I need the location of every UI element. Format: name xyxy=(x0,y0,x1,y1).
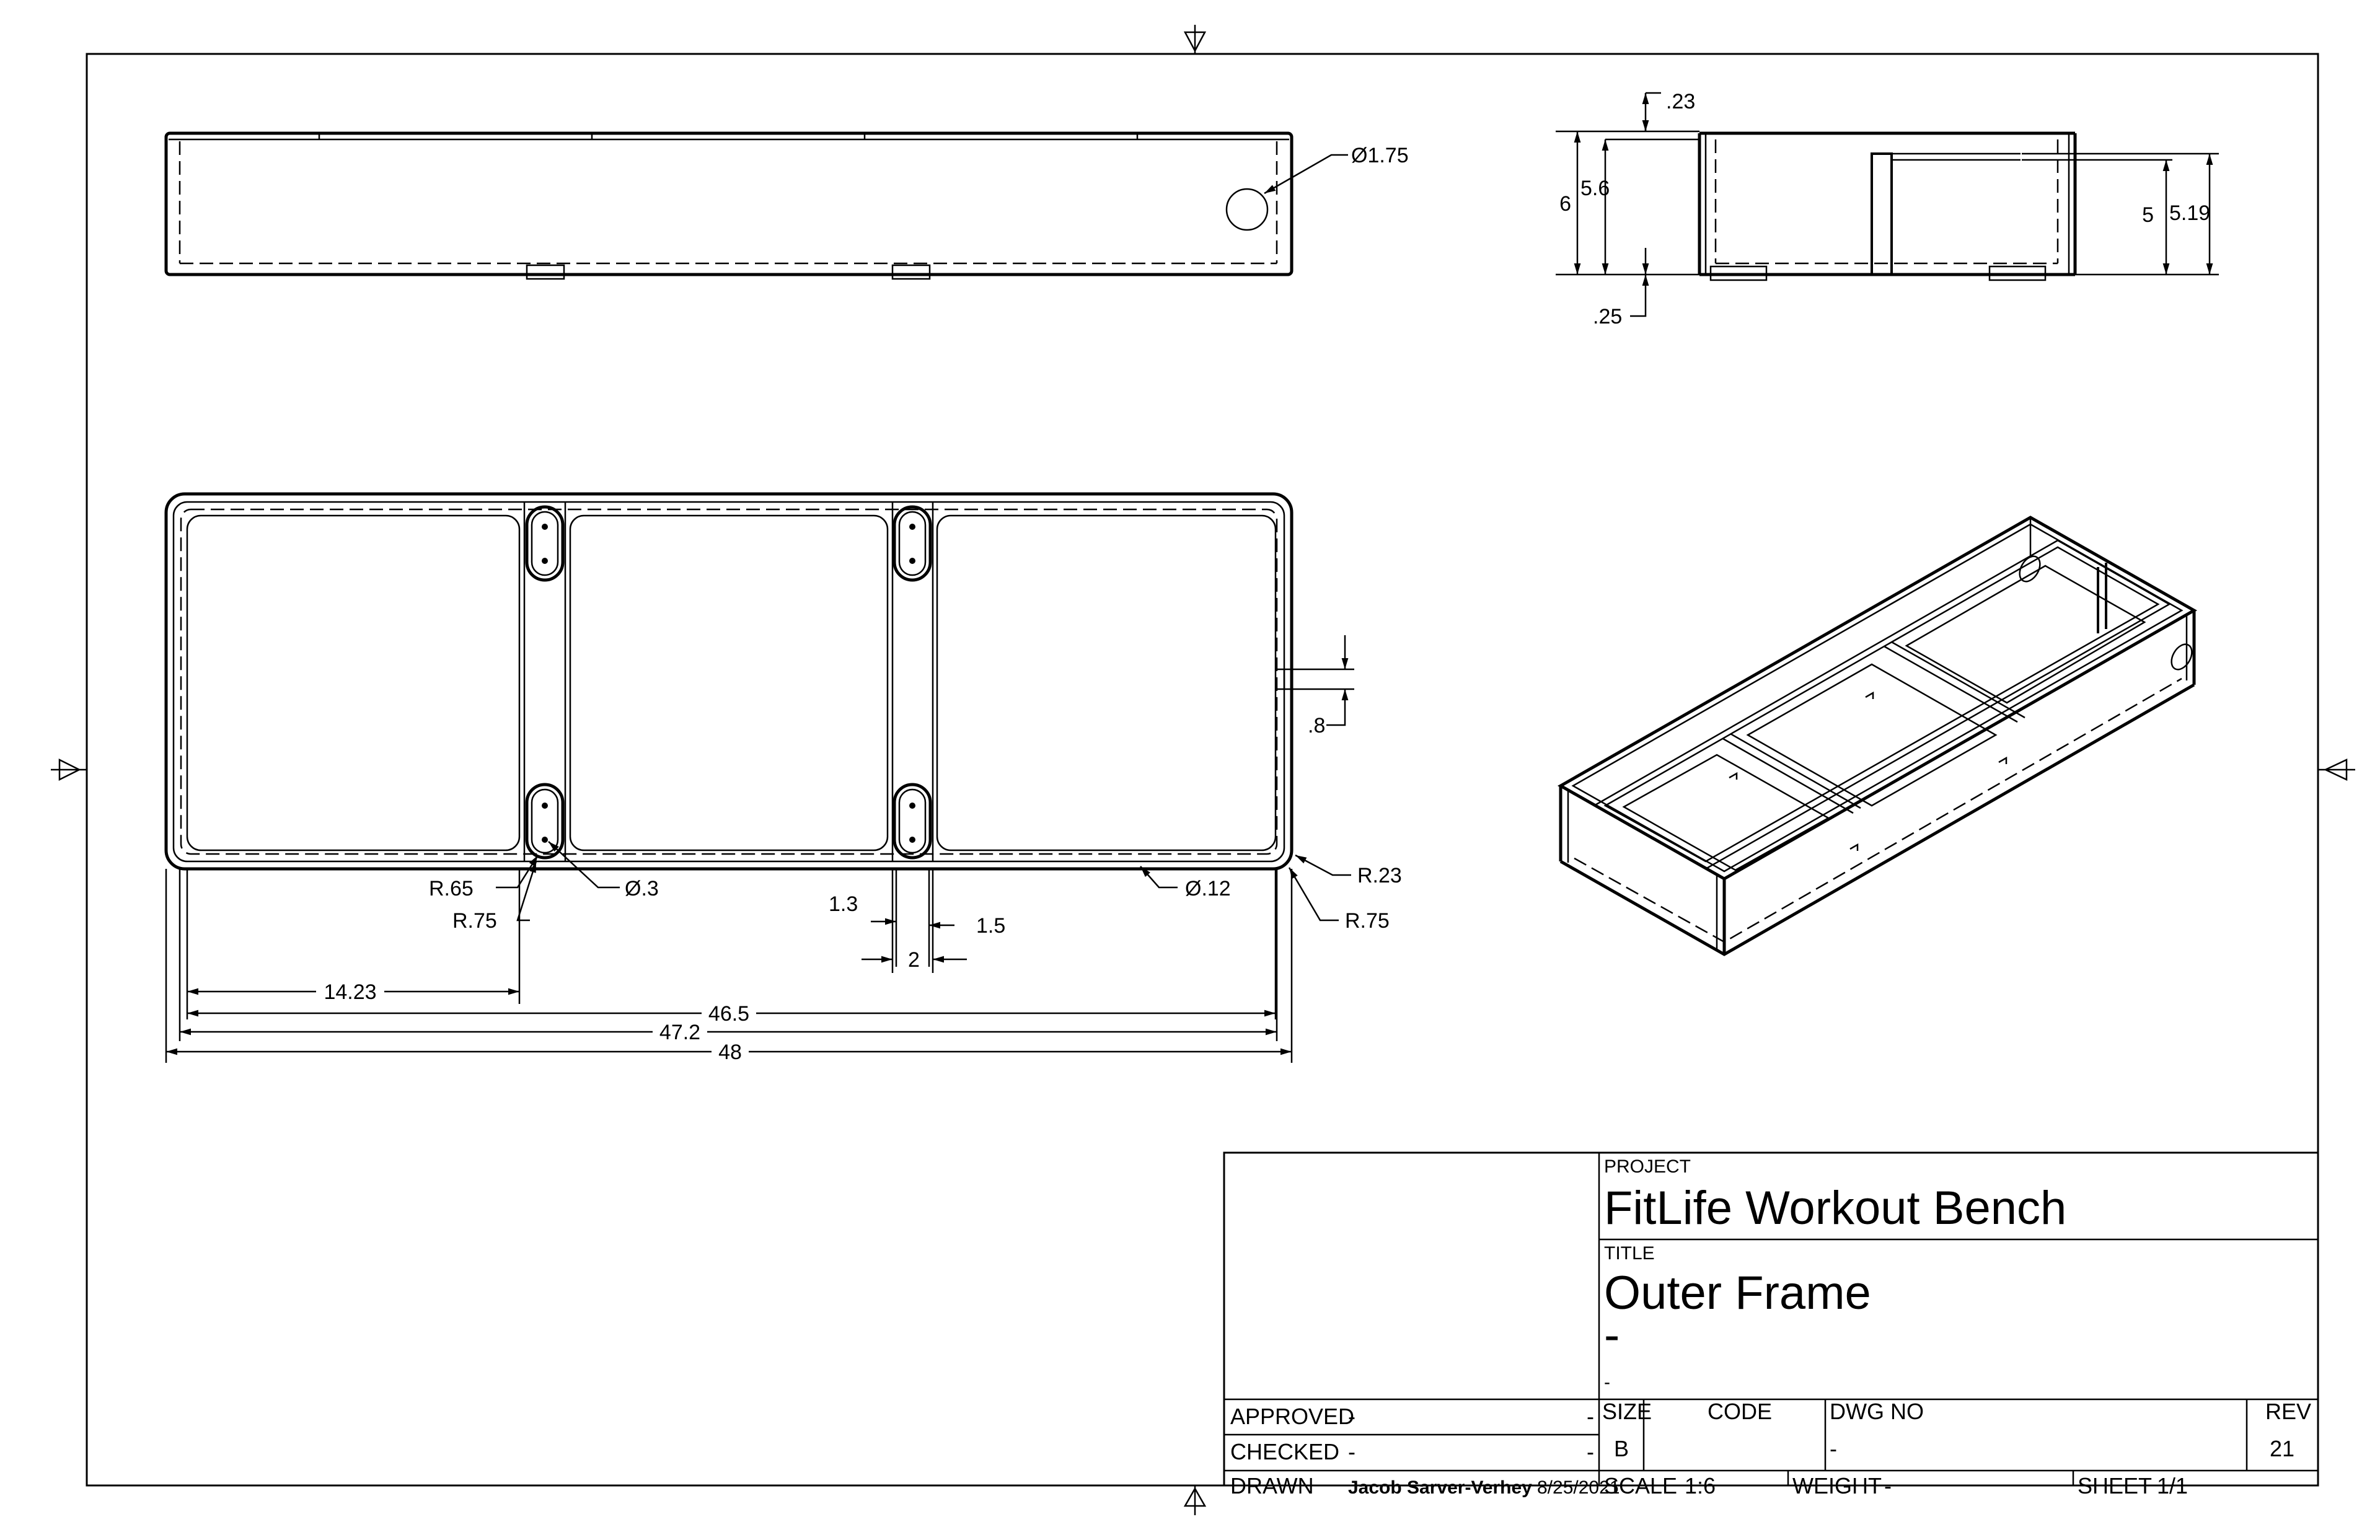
top-view: .8 R.65 R.75 Ø.3 1.3 1.5 2 Ø.12 R.23 R.7… xyxy=(164,492,1402,1064)
tb-size-label: SIZE xyxy=(1602,1399,1652,1424)
tb-drawn-label: DRAWN xyxy=(1230,1473,1314,1498)
centering-marks xyxy=(51,25,2355,1515)
tb-approved: - xyxy=(1348,1404,1355,1429)
tb-code-label: CODE xyxy=(1708,1399,1772,1424)
tb-size: B xyxy=(1614,1436,1629,1461)
tb-weight: - xyxy=(1884,1473,1892,1498)
tb-scale: 1:6 xyxy=(1685,1473,1716,1498)
dim-top-len-465: 46.5 xyxy=(708,1002,749,1026)
tb-weight-label: WEIGHT xyxy=(1792,1473,1882,1498)
tb-project-label: PROJECT xyxy=(1604,1156,1691,1177)
dim-side-top-offset: .23 xyxy=(1666,90,1695,113)
front-view: Ø1.75 xyxy=(164,131,1409,280)
tb-approved-date: - xyxy=(1587,1404,1594,1429)
tb-dwg-no-label: DWG NO xyxy=(1830,1399,1924,1424)
tb-subtitle: - xyxy=(1604,1309,1620,1362)
isometric-view xyxy=(1557,516,2198,956)
dim-top-hole-012: Ø.12 xyxy=(1185,877,1231,900)
tb-checked: - xyxy=(1348,1439,1355,1464)
dim-top-len-1423: 14.23 xyxy=(324,980,376,1004)
dim-top-w2: 2 xyxy=(908,948,920,972)
tb-title: Outer Frame xyxy=(1604,1267,1871,1319)
dim-front-hole: Ø1.75 xyxy=(1351,144,1409,167)
top-slots xyxy=(525,505,932,860)
tb-sheet-label: SHEET xyxy=(2078,1473,2152,1498)
front-ticks xyxy=(318,133,1139,139)
dim-side-divider-height: 5 xyxy=(2142,203,2154,227)
dim-top-r065: R.65 xyxy=(429,877,474,900)
tb-approved-label: APPROVED xyxy=(1230,1404,1354,1429)
tb-project: FitLife Workout Bench xyxy=(1604,1182,2066,1234)
dim-top-r075-right: R.75 xyxy=(1345,909,1390,933)
tb-sheet: 1/1 xyxy=(2157,1473,2188,1498)
dim-side-bottom-offset: .25 xyxy=(1593,305,1622,328)
side-view: .23 6 5.6 .25 5 5.19 xyxy=(1556,90,2219,328)
side-dims-right xyxy=(2022,152,2219,276)
dim-top-hole-03: Ø.3 xyxy=(625,877,659,900)
tb-scale-label: SCALE xyxy=(1604,1473,1677,1498)
tb-drawn-by: Jacob Sarver-Verhey xyxy=(1348,1477,1532,1498)
dim-top-w13: 1.3 xyxy=(829,892,858,916)
side-dims-left xyxy=(1556,93,1699,317)
tb-title-label: TITLE xyxy=(1604,1243,1655,1264)
sheet-border xyxy=(86,53,2319,1487)
dim-top-len-48: 48 xyxy=(718,1041,742,1064)
tb-checked-label: CHECKED xyxy=(1230,1439,1339,1464)
tb-checked-date: - xyxy=(1587,1439,1594,1464)
tb-dwg-no: - xyxy=(1830,1436,1837,1461)
dim-side-divider-height-total: 5.19 xyxy=(2169,201,2210,225)
title-block: PROJECT FitLife Workout Bench TITLE Oute… xyxy=(1223,1151,2319,1498)
tb-rev-label: REV xyxy=(2265,1399,2311,1424)
front-feet xyxy=(526,264,931,280)
tb-subtitle2: - xyxy=(1604,1372,1610,1393)
dim-side-overall-height: 6 xyxy=(1559,192,1571,216)
dim-side-inner-height: 5.6 xyxy=(1580,177,1610,200)
tb-drawn-date: 8/25/2021 xyxy=(1537,1477,1620,1498)
tb-rev: 21 xyxy=(2270,1436,2294,1461)
dim-top-r075-left: R.75 xyxy=(452,909,497,933)
dim-top-w15: 1.5 xyxy=(976,914,1005,938)
dim-top-notch: .8 xyxy=(1308,714,1325,737)
dim-top-r023: R.23 xyxy=(1357,864,1402,887)
dim-top-len-472: 47.2 xyxy=(659,1021,700,1044)
